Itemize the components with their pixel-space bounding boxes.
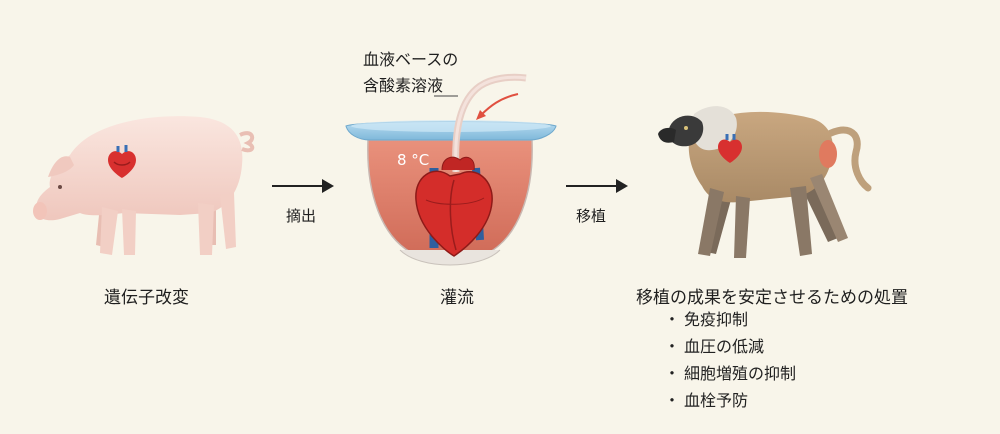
arrow-right-icon [566, 179, 628, 193]
bowl-heart-icon [415, 156, 493, 257]
solution-label-line1: 血液ベースの [363, 50, 459, 69]
list-item: ・細胞増殖の抑制 [664, 364, 797, 383]
solution-label-line2: 含酸素溶液 [363, 76, 444, 95]
step-label-removal: 摘出 [286, 207, 317, 225]
perfusion-bowl-illustration [345, 73, 557, 266]
temperature-label: 8 °C [397, 151, 430, 169]
bowl-caption: 灌流 [440, 288, 474, 308]
arrow-right-icon [272, 179, 334, 193]
list-item: ・血栓予防 [664, 391, 749, 410]
pig-caption: 遺伝子改変 [104, 288, 189, 308]
pig-illustration [33, 116, 255, 255]
pig-heart-icon [108, 145, 136, 178]
list-item: ・血圧の低減 [664, 337, 765, 356]
treatment-title: 移植の成果を安定させるための処置 [636, 288, 908, 308]
baboon-illustration [658, 106, 872, 258]
step-label-transplant: 移植 [576, 207, 607, 225]
treatment-list: ・免疫抑制 ・血圧の低減 ・細胞増殖の抑制 ・血栓予防 [664, 306, 796, 414]
list-item: ・免疫抑制 [664, 310, 749, 329]
baboon-heart-icon [718, 134, 742, 163]
